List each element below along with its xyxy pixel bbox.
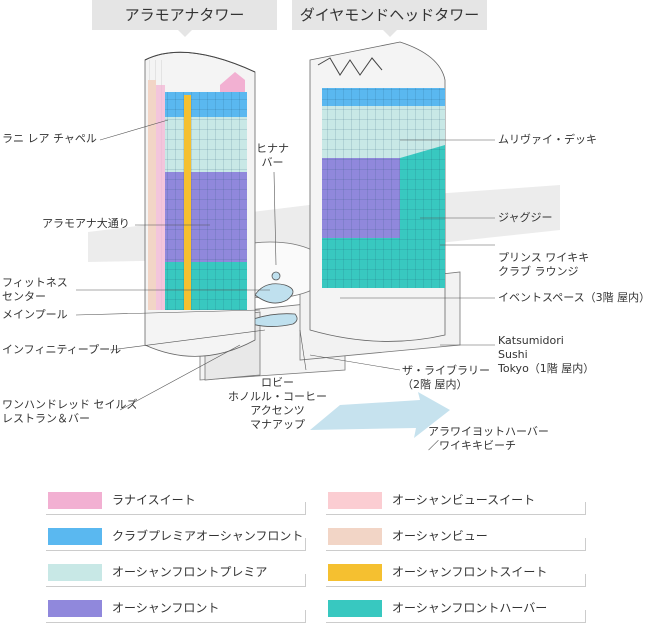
legend-label: オーシャンフロントハーバー — [392, 601, 548, 615]
jacuzzi-label: ジャグジー — [498, 211, 553, 224]
main-pool-label: メインプール — [2, 308, 68, 321]
harbor-label: アラワイヨットハーバー ／ワイキキビーチ — [428, 425, 549, 452]
main-pool — [254, 283, 294, 304]
legend-label: オーシャンフロントスイート — [392, 565, 548, 579]
diamondhead-tower — [309, 41, 446, 342]
legend-label: オーシャンフロントプレミア — [112, 565, 268, 579]
harbor-arrow — [310, 392, 450, 438]
club-lounge-label: プリンス ワイキキ クラブ ラウンジ — [498, 251, 590, 278]
legend-swatch — [48, 564, 102, 581]
legend-item: オーシャンビュー — [326, 524, 586, 551]
legend-item: オーシャンフロント — [46, 596, 306, 623]
hundred-sails-label: ワンハンドレッド セイルズ レストラン＆バー — [2, 398, 138, 425]
resort-diagram — [75, 41, 560, 438]
rani-chapel-label: ラニ レア チャペル — [2, 132, 97, 145]
infinity-pool — [243, 313, 298, 327]
legend-swatch — [328, 492, 382, 509]
fitness-center-label: フィットネス センター — [2, 276, 68, 303]
diamondhead-tower-title: ダイヤモンドヘッドタワー — [292, 0, 487, 37]
alamoana-tower — [144, 51, 256, 357]
legend-swatch — [48, 492, 102, 509]
event-space-label: イベントスペース（3階 屋内） — [498, 291, 646, 304]
deck-label: ムリヴァイ・デッキ — [498, 133, 597, 146]
legend-item: オーシャンフロントスイート — [326, 560, 586, 587]
legend-swatch — [48, 528, 102, 545]
legend-item: クラブプレミアオーシャンフロント — [46, 524, 306, 551]
legend-swatch — [328, 600, 382, 617]
legend-label: オーシャンビュースイート — [392, 493, 536, 507]
lobby-label: ロビー ホノルル・コーヒー アクセンツ マナアップ — [228, 376, 327, 431]
jacuzzi — [271, 271, 281, 281]
katsumidori-label: Katsumidori Sushi Tokyo（1階 屋内） — [498, 334, 595, 375]
alamoana-tower-title: アラモアナタワー — [92, 0, 277, 37]
legend-swatch — [328, 528, 382, 545]
legend-swatch — [328, 564, 382, 581]
legend-item: ラナイスイート — [46, 488, 306, 515]
legend-label: ラナイスイート — [112, 493, 196, 507]
legend-label: クラブプレミアオーシャンフロント — [112, 529, 304, 543]
legend-label: オーシャンフロント — [112, 601, 220, 615]
legend-swatch — [48, 600, 102, 617]
infinity-pool-label: インフィニティープール — [2, 343, 122, 356]
leader-lines — [75, 119, 495, 411]
legend-item: オーシャンフロントプレミア — [46, 560, 306, 587]
legend-label: オーシャンビュー — [392, 529, 488, 543]
alamoana-blvd-label: アラモアナ大通り — [42, 217, 130, 230]
legend-item: オーシャンビュースイート — [326, 488, 586, 515]
hinana-bar-label: ヒナナ バー — [256, 142, 289, 169]
legend-item: オーシャンフロントハーバー — [326, 596, 586, 623]
library-label: ザ・ライブラリー （2階 屋内） — [402, 364, 490, 391]
